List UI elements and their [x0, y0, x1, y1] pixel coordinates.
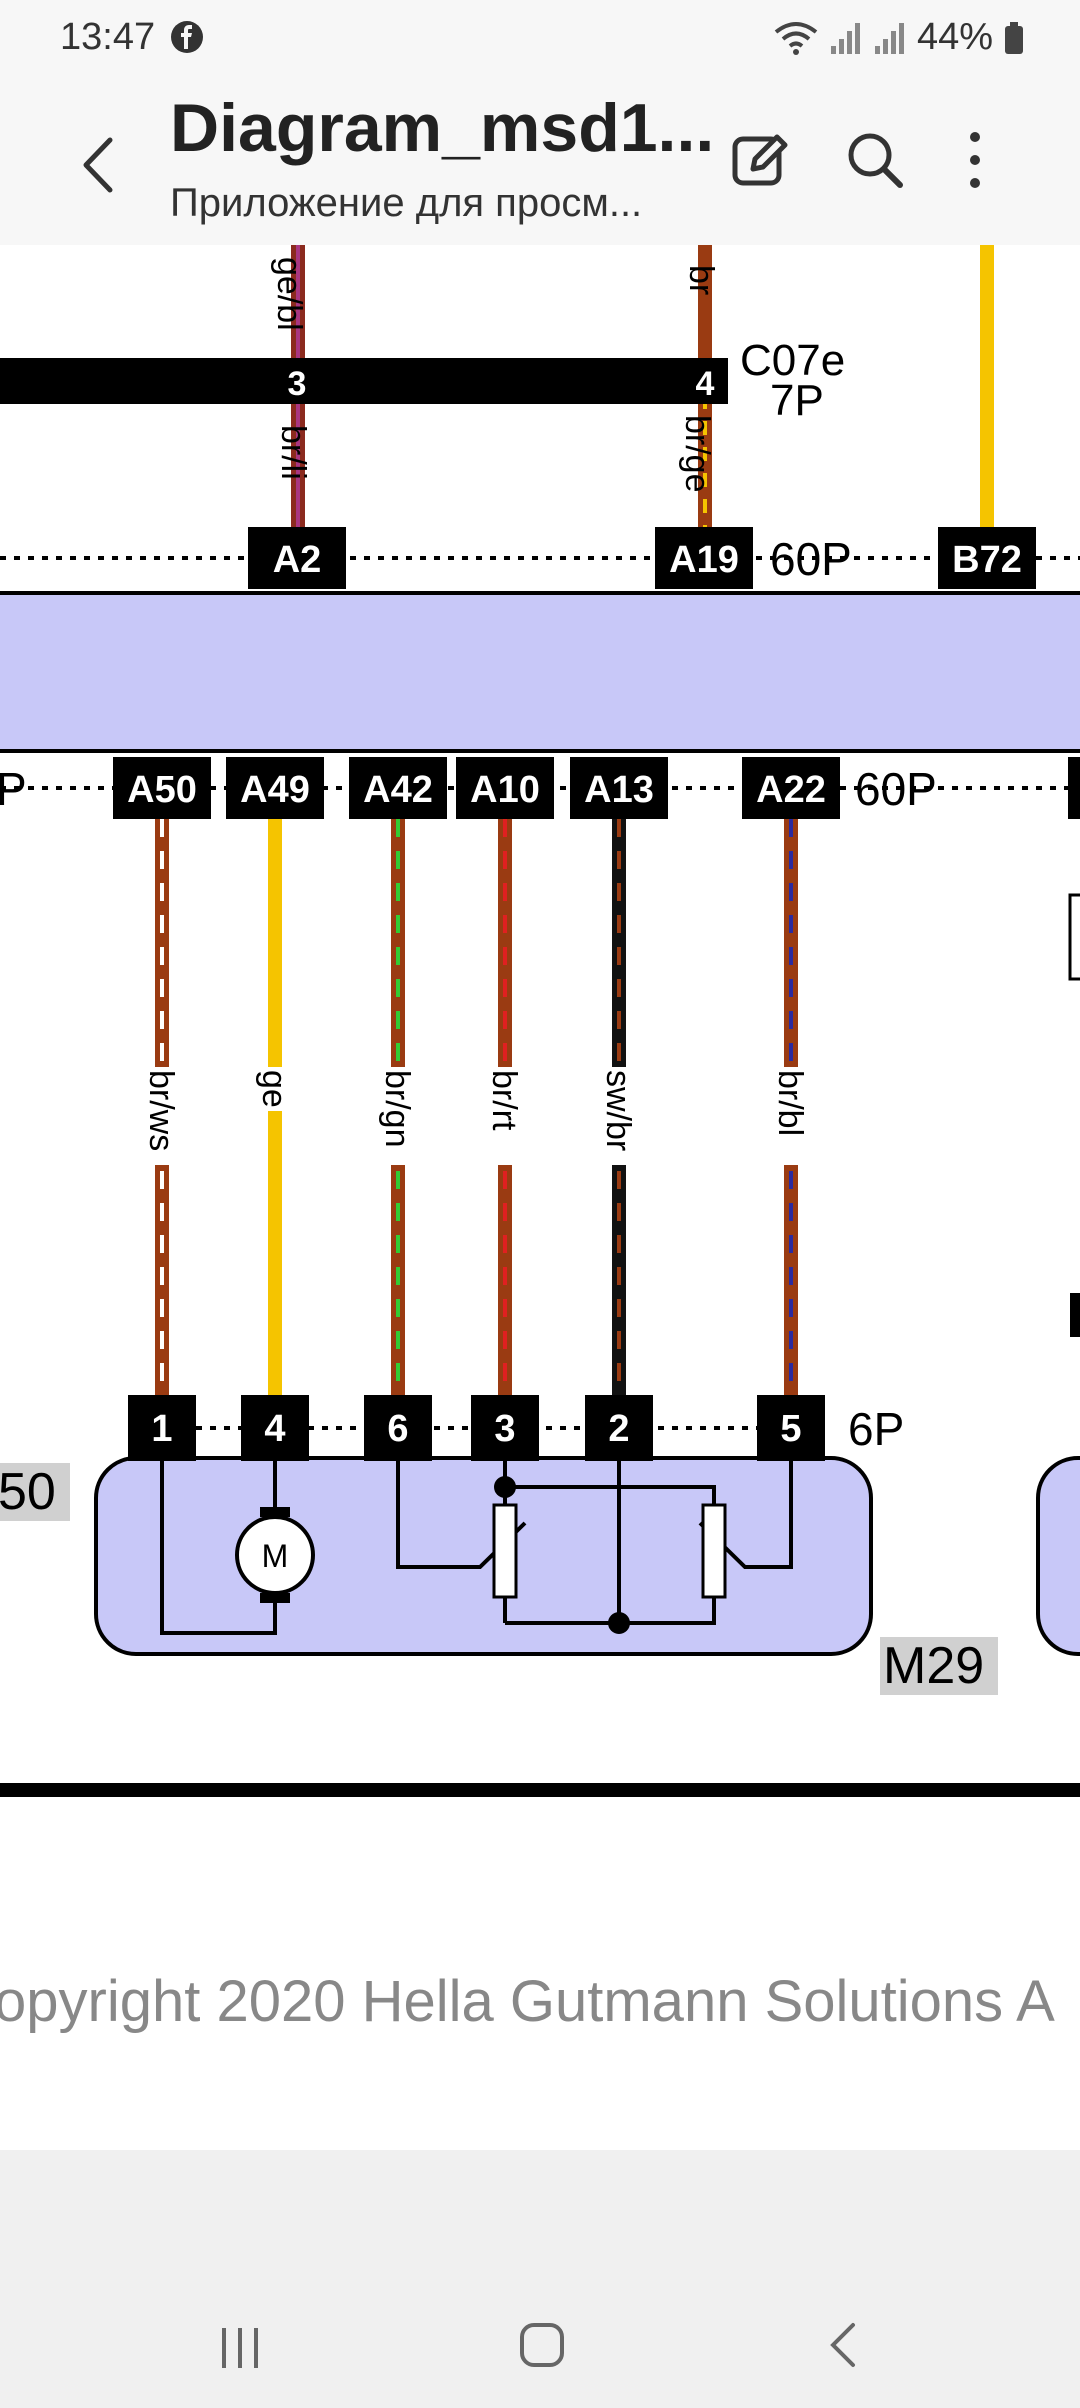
svg-text:A13: A13 — [584, 769, 654, 811]
recent-apps-icon[interactable] — [200, 2310, 280, 2380]
page-subtitle: Приложение для просм... — [170, 181, 643, 225]
component-m29-block — [94, 1456, 873, 1656]
svg-text:B72: B72 — [952, 539, 1022, 581]
c07e-pin-4: 4 — [696, 365, 715, 403]
svg-text:M: M — [262, 1538, 289, 1574]
lower-pin-a22: A22 — [742, 757, 840, 819]
svg-text:A42: A42 — [363, 769, 433, 811]
status-bar: 13:47 44% — [0, 0, 1080, 75]
wire-label-background — [259, 1067, 291, 1111]
lower-pin-a49: A49 — [226, 757, 324, 819]
component-pin-5: 5 — [757, 1395, 825, 1461]
svg-text:3: 3 — [494, 1408, 515, 1450]
upper-pin-b72: B72 — [938, 527, 1036, 589]
wire-label-background — [775, 1067, 807, 1165]
left-label-bg — [0, 1463, 70, 1521]
lower-header-count: 60P — [855, 763, 937, 815]
upper-header-count: 60P — [770, 533, 852, 585]
lower-pin-a42: A42 — [349, 757, 447, 819]
connector-pins-7p: 7P — [770, 376, 824, 425]
lower-header-left-fragment: P — [0, 763, 27, 815]
resistor-2 — [701, 1503, 727, 1599]
back-icon[interactable] — [70, 125, 130, 205]
connector-c07e-bar — [0, 358, 728, 404]
wire-label-sw-br: sw/br — [599, 1070, 637, 1151]
component-pin-3: 3 — [471, 1395, 539, 1461]
lower-pin-a13: A13 — [570, 757, 668, 819]
connector-name-c07e: C07e — [740, 336, 845, 385]
wire-label-br-gn: br/gn — [378, 1070, 416, 1148]
component-pin-6: 6 — [364, 1395, 432, 1461]
status-time: 13:47 — [60, 16, 156, 58]
component-pin-1: 1 — [128, 1395, 196, 1461]
resistor-1 — [492, 1503, 518, 1599]
svg-text:5: 5 — [780, 1408, 801, 1450]
adjacent-marker — [1070, 1293, 1080, 1337]
lower-pin-a50: A50 — [113, 757, 211, 819]
svg-text:A22: A22 — [756, 769, 826, 811]
signal-icon — [830, 22, 860, 54]
component-pin-count: 6P — [848, 1403, 904, 1455]
lower-header-next-pin — [1068, 757, 1080, 819]
upper-pin-a2: A2 — [248, 527, 346, 589]
wire-label-ge: ge — [255, 1070, 293, 1108]
wiring-diagram[interactable]: ge/bl br/li br br/ge 3 4 C07e 7P A2 A19 … — [0, 245, 1080, 2150]
wifi-icon — [774, 21, 818, 55]
junction-dot — [608, 1612, 630, 1634]
wire-label-br: br — [682, 265, 720, 295]
control-unit-block — [0, 591, 1080, 753]
adjacent-marker-outline — [1068, 893, 1080, 981]
wire-label-background — [382, 1067, 414, 1165]
lower-wires: br/ws ge br/gn br/rt sw/br br/bl — [142, 819, 809, 1395]
app-bar: Diagram_msd1... Приложение для просм... — [0, 75, 1080, 245]
back-nav-icon[interactable] — [805, 2310, 885, 2380]
wire-label-br-rt: br/rt — [485, 1070, 523, 1131]
svg-text:A19: A19 — [669, 539, 739, 581]
wire-label-br-ge: br/ge — [678, 415, 716, 493]
page-border-line — [0, 1783, 1080, 1797]
lower-pin-a10: A10 — [456, 757, 554, 819]
signal-icon — [874, 22, 904, 54]
copyright-text: opyright 2020 Hella Gutmann Solutions A — [0, 1969, 1055, 2034]
left-component-fragment: 50 — [0, 1463, 56, 1521]
c07e-pin-3: 3 — [288, 365, 307, 403]
component-name-bg — [880, 1637, 998, 1695]
wire-label-br-bl: br/bl — [771, 1070, 809, 1136]
diagram-canvas: ge/bl br/li br br/ge 3 4 C07e 7P A2 A19 … — [0, 245, 1080, 2034]
wire-label-br-ws: br/ws — [142, 1070, 180, 1151]
junction-dot — [494, 1476, 516, 1498]
more-icon[interactable] — [950, 125, 1020, 195]
wire-label-background — [603, 1067, 635, 1165]
navigation-bar — [0, 2290, 1080, 2400]
adjacent-component-block — [1036, 1456, 1080, 1656]
status-icons: 44% — [773, 16, 1025, 59]
upper-wire-b72 — [980, 245, 994, 530]
wire-label-br-li: br/li — [274, 425, 312, 480]
upper-pin-a19: A19 — [655, 527, 753, 589]
search-icon[interactable] — [840, 125, 910, 195]
svg-text:A10: A10 — [470, 769, 540, 811]
wire-label-background — [489, 1067, 521, 1165]
component-name: M29 — [883, 1637, 984, 1695]
svg-text:6: 6 — [387, 1408, 408, 1450]
svg-text:4: 4 — [264, 1408, 285, 1450]
svg-text:A2: A2 — [273, 539, 322, 581]
component-pin-2: 2 — [585, 1395, 653, 1461]
home-icon[interactable] — [502, 2310, 582, 2380]
facebook-icon — [171, 21, 203, 53]
wire-label-ge-bl: ge/bl — [270, 257, 308, 331]
svg-text:A50: A50 — [127, 769, 197, 811]
motor-symbol: M — [235, 1507, 315, 1603]
battery-level: 44% — [916, 16, 993, 58]
page-title: Diagram_msd1... — [170, 90, 715, 166]
svg-text:A49: A49 — [240, 769, 310, 811]
wire-label-background — [146, 1067, 178, 1165]
edit-icon[interactable] — [725, 125, 795, 195]
svg-text:2: 2 — [608, 1408, 629, 1450]
component-pin-4: 4 — [241, 1395, 309, 1461]
battery-icon — [1005, 21, 1023, 54]
svg-text:1: 1 — [151, 1408, 172, 1450]
